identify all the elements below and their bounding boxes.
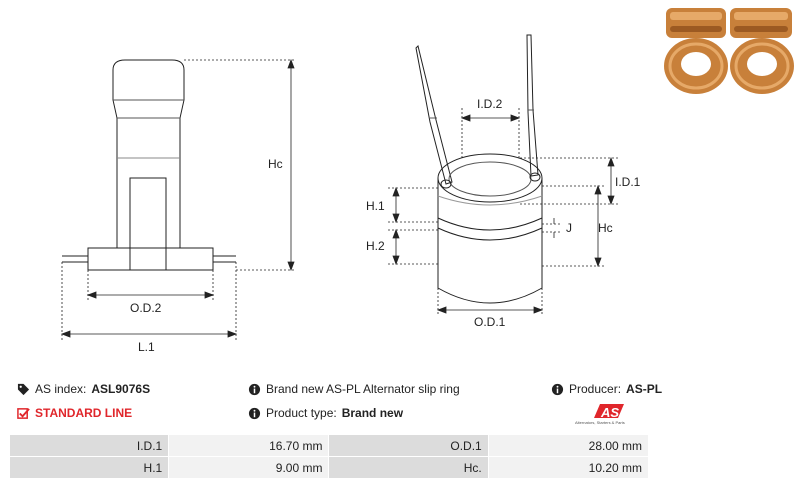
logo-subtitle: Alternators, Starters & Parts <box>575 420 625 425</box>
left-dimension-lines <box>60 58 296 340</box>
spec-value: 9.00 mm <box>168 456 330 479</box>
right-h1-label: H.1 <box>366 199 385 213</box>
right-id1-label: I.D.1 <box>615 175 641 189</box>
product-photo <box>662 4 798 100</box>
producer: Producer: AS-PL <box>551 382 662 396</box>
spec-value: 10.20 mm <box>487 456 650 479</box>
spec-value: 16.70 mm <box>168 434 330 457</box>
info-icon <box>248 407 261 419</box>
spec-value: 28.00 mm <box>487 434 650 457</box>
description-text: Brand new AS-PL Alternator slip ring <box>266 382 460 396</box>
right-hc-label: Hc <box>598 221 613 235</box>
right-3d-view <box>415 34 543 304</box>
photo-ring-2 <box>730 8 792 38</box>
right-od1-label: O.D.1 <box>474 315 506 329</box>
photo-ring-3 <box>664 38 728 94</box>
as-index: AS index: ASL9076S <box>17 382 150 396</box>
spec-key: H.1 <box>8 456 170 479</box>
standard-line-label: STANDARD LINE <box>35 406 133 420</box>
technical-drawing: Hc O.D.2 L.1 <box>60 4 798 354</box>
spec-key: Hc. <box>328 456 489 479</box>
right-h2-label: H.2 <box>366 239 385 253</box>
info-icon <box>248 383 261 395</box>
product-type-label: Product type: <box>266 406 337 420</box>
info-icon <box>551 383 564 395</box>
producer-label: Producer: <box>569 382 622 396</box>
standard-line: STANDARD LINE <box>17 406 132 420</box>
asp-logo: AS <box>594 404 624 420</box>
checkbox-check-icon <box>17 407 30 419</box>
tag-icon <box>17 383 30 395</box>
photo-ring-1 <box>666 8 726 38</box>
producer-value: AS-PL <box>626 382 663 396</box>
right-dimension-lines <box>388 108 618 316</box>
description: Brand new AS-PL Alternator slip ring <box>248 382 460 396</box>
product-type-value: Brand new <box>341 406 404 420</box>
left-side-view <box>62 59 236 271</box>
product-type: Product type: Brand new <box>248 406 403 420</box>
svg-text:AS: AS <box>600 405 619 420</box>
specs-table: I.D.1 16.70 mm O.D.1 28.00 mm H.1 9.00 m… <box>8 434 650 479</box>
right-j-label: J <box>566 221 572 235</box>
spec-key: I.D.1 <box>8 434 170 457</box>
right-id2-label: I.D.2 <box>477 97 503 111</box>
spec-key: O.D.1 <box>328 434 489 457</box>
left-od2-label: O.D.2 <box>130 301 162 315</box>
left-hc-label: Hc <box>268 157 283 171</box>
table-row: I.D.1 16.70 mm O.D.1 28.00 mm <box>8 434 650 457</box>
photo-ring-4 <box>730 38 794 94</box>
table-row: H.1 9.00 mm Hc. 10.20 mm <box>8 456 650 479</box>
left-l1-label: L.1 <box>138 340 155 354</box>
as-index-label: AS index: <box>35 382 87 396</box>
as-index-value: ASL9076S <box>91 382 151 396</box>
